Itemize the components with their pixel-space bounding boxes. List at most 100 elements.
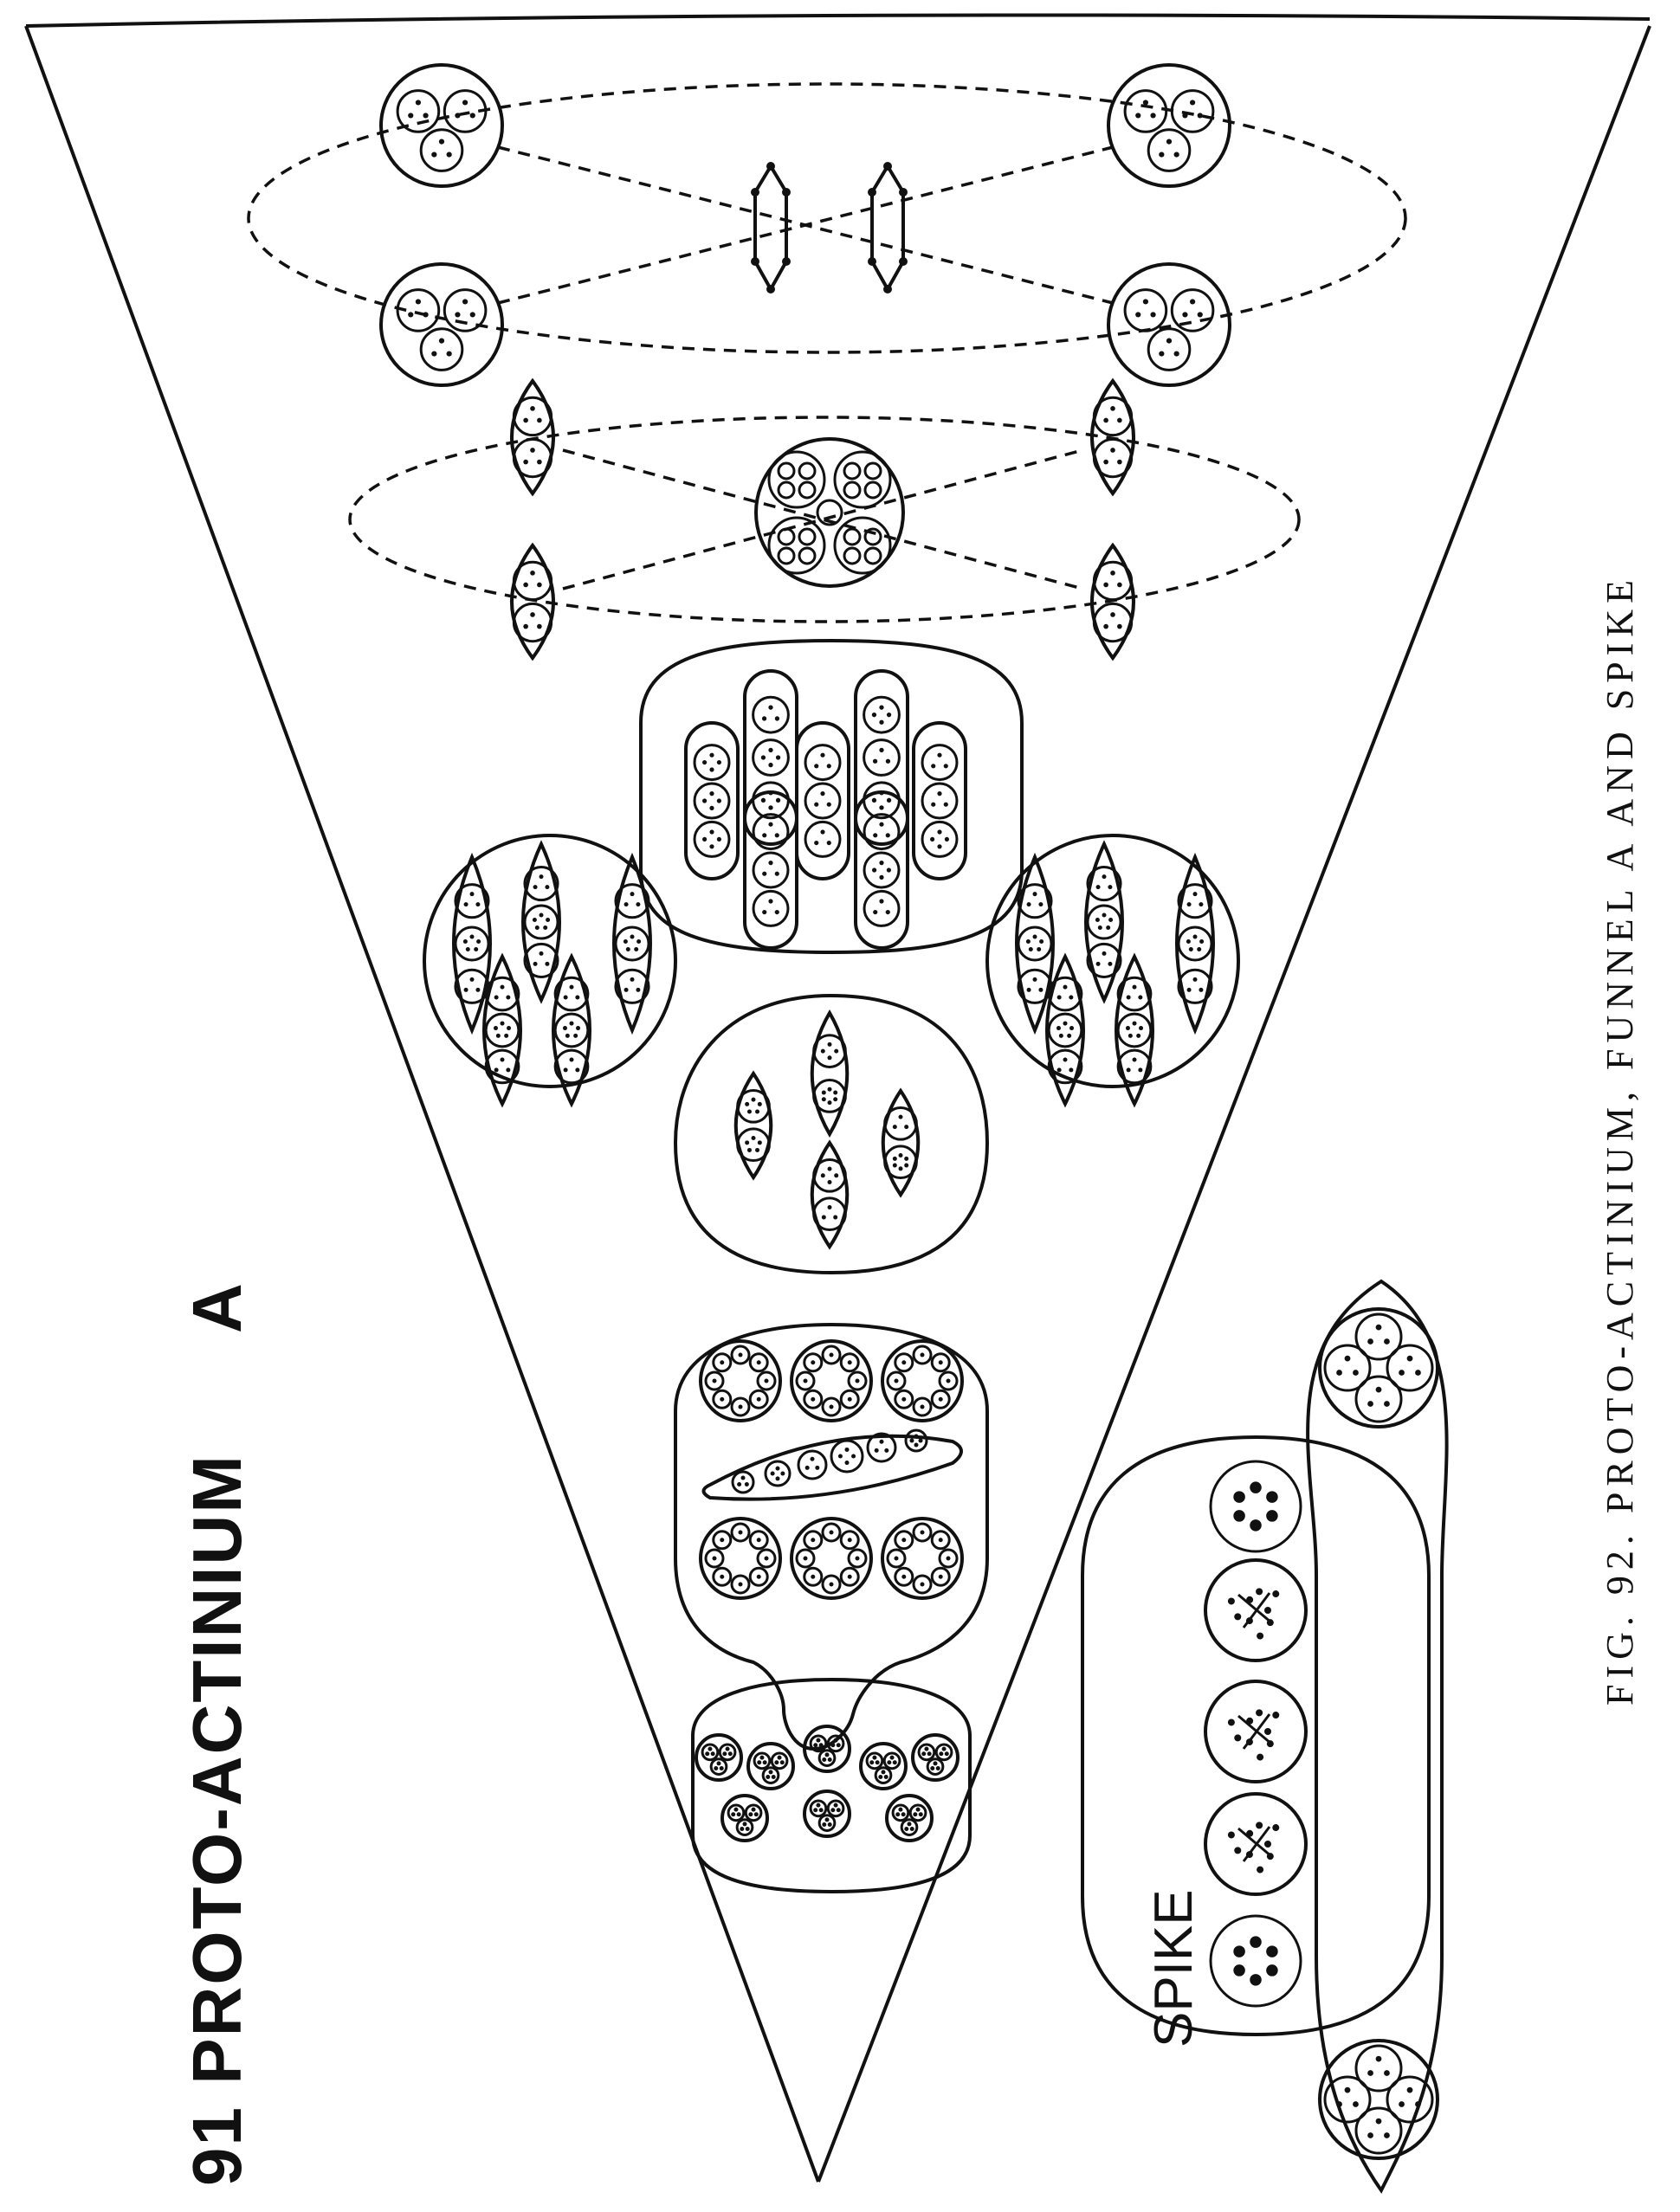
- ring-outline: [699, 1517, 782, 1600]
- dot: [745, 1826, 750, 1831]
- dotted-sphere: [894, 1389, 914, 1409]
- dot: [751, 188, 759, 197]
- dot: [634, 946, 639, 951]
- segment-outline: [743, 790, 798, 950]
- dot: [748, 1812, 753, 1817]
- dot: [904, 1826, 909, 1831]
- dot: [1159, 351, 1165, 357]
- sphere-outline: [752, 738, 790, 777]
- quad-sphere: [863, 480, 882, 500]
- dot: [474, 946, 479, 951]
- dot: [1415, 1370, 1421, 1376]
- sphere-outline: [512, 560, 553, 602]
- spindle-outline: [753, 163, 788, 293]
- dot: [1367, 1338, 1373, 1345]
- dot: [943, 802, 948, 807]
- spike-end-bottom: [1318, 2039, 1439, 2160]
- dotted-sphere: [770, 1751, 789, 1770]
- dotted-sphere: [821, 1396, 842, 1417]
- spike-sphere-3: [1204, 1680, 1308, 1783]
- dotted-sphere: [1323, 1344, 1372, 1392]
- sphere-outline: [614, 968, 650, 1004]
- body-segment-5: [612, 852, 652, 1035]
- dot: [530, 612, 535, 617]
- dot: [1256, 1709, 1263, 1717]
- rosette-core: [816, 499, 843, 526]
- dot: [1132, 984, 1137, 990]
- dot: [1058, 1033, 1063, 1038]
- body-outline: [985, 834, 1240, 1088]
- spike-contents: [1204, 1307, 1439, 2160]
- dot: [751, 1807, 756, 1812]
- quad-sphere: [843, 527, 862, 546]
- sphere-outline: [812, 1079, 847, 1113]
- dot: [1056, 1067, 1062, 1073]
- segment-outline: [854, 790, 909, 950]
- dot: [702, 836, 708, 842]
- sphere-outline: [1204, 1792, 1308, 1896]
- dot: [1264, 1728, 1271, 1735]
- dot: [1173, 152, 1179, 158]
- quad-sphere: [843, 546, 862, 565]
- dotted-sphere: [614, 968, 650, 1004]
- dot: [827, 1100, 832, 1106]
- dotted-sphere: [938, 1548, 959, 1569]
- dot: [829, 1352, 834, 1358]
- dotted-sphere: [863, 781, 901, 820]
- dot: [624, 902, 629, 907]
- dot: [937, 844, 942, 849]
- sphere-outline: [553, 1012, 590, 1048]
- dot: [827, 1055, 832, 1061]
- dotted-sphere: [863, 851, 901, 889]
- dot: [822, 1757, 827, 1762]
- dot: [534, 925, 540, 930]
- dot: [1103, 582, 1108, 588]
- dot: [1250, 1936, 1262, 1948]
- sphere-outline: [1092, 396, 1134, 437]
- dotted-sphere: [938, 1370, 959, 1391]
- dot: [1182, 312, 1188, 318]
- dot: [500, 1057, 505, 1062]
- dot: [872, 867, 877, 873]
- dotted-sphere: [1177, 968, 1213, 1004]
- dotted-sphere: [693, 820, 731, 858]
- dot: [914, 1442, 919, 1448]
- dot: [920, 1352, 925, 1358]
- dot: [1063, 984, 1068, 990]
- dot: [771, 1774, 776, 1779]
- sphere-outline: [803, 1389, 824, 1409]
- dotted-sphere: [614, 883, 650, 919]
- dot: [475, 902, 481, 907]
- dotted-sphere: [727, 1803, 746, 1822]
- sphere-outline: [1386, 1344, 1434, 1392]
- dot: [714, 1765, 719, 1770]
- sphere-outline: [523, 942, 559, 978]
- title-number: 91: [178, 2106, 255, 2186]
- dot: [493, 1026, 498, 1031]
- dot: [918, 1438, 923, 1443]
- dot: [537, 459, 542, 465]
- dot: [1234, 1847, 1242, 1854]
- dotted-sphere: [839, 1566, 860, 1587]
- dot: [1384, 1401, 1390, 1407]
- dot: [881, 1770, 886, 1775]
- figure-title: 91 PROTO-ACTINIUM: [178, 1454, 257, 2186]
- dot: [820, 752, 825, 758]
- sphere-outline: [821, 1522, 842, 1543]
- dot: [886, 867, 891, 873]
- dotted-sphere: [912, 1345, 933, 1365]
- dot: [892, 1125, 897, 1130]
- filament: [1237, 1826, 1272, 1862]
- body-segment-4: [1115, 952, 1154, 1108]
- dot: [777, 1755, 782, 1760]
- dotted-sphere: [803, 1566, 824, 1587]
- dot: [408, 113, 414, 119]
- segment-outline: [795, 721, 850, 880]
- dotted-sphere: [512, 602, 553, 643]
- dot: [868, 257, 876, 266]
- dot: [446, 152, 452, 158]
- sphere-outline: [912, 1345, 933, 1365]
- sphere-outline: [863, 813, 901, 851]
- dot: [716, 760, 721, 765]
- dotted-sphere: [891, 1803, 910, 1822]
